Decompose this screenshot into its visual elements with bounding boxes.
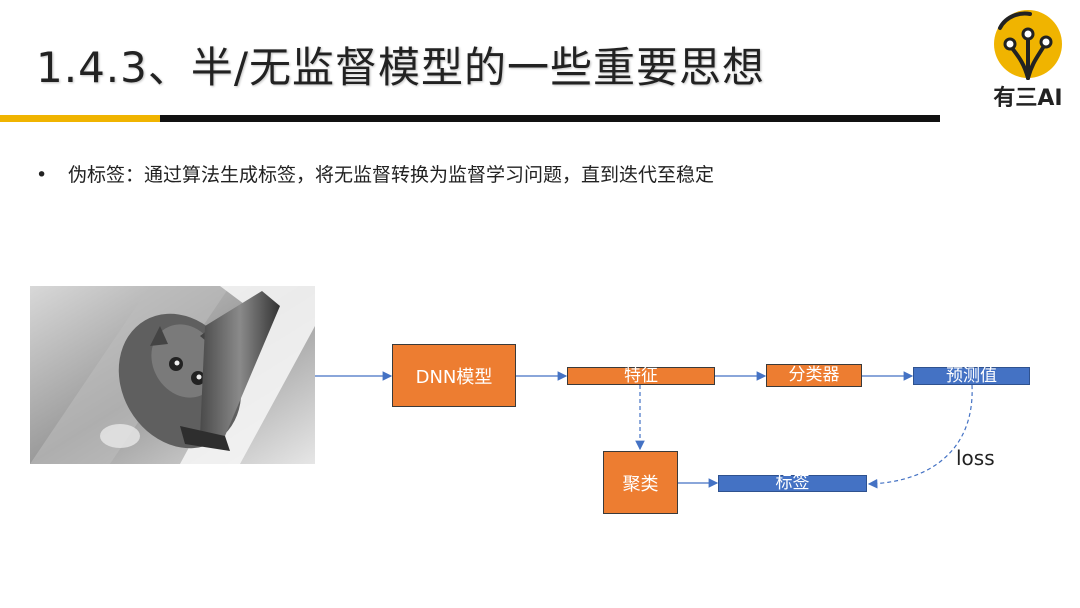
classifier-box: 分类器 bbox=[766, 364, 862, 387]
cluster-box: 聚类 bbox=[603, 451, 678, 514]
cat-photo bbox=[30, 286, 315, 464]
label-box: 标签 bbox=[718, 475, 867, 492]
feature-box: 特征 bbox=[567, 367, 715, 385]
bullet-item: •伪标签：通过算法生成标签，将无监督转换为监督学习问题，直到迭代至稳定 bbox=[36, 160, 714, 187]
bullet-dot: • bbox=[36, 164, 68, 186]
title-rule bbox=[160, 115, 940, 122]
loss-label: loss bbox=[956, 446, 995, 470]
circuit-bulb-icon bbox=[980, 8, 1076, 82]
dnn-model-box: DNN模型 bbox=[392, 344, 516, 407]
bullet-text: 伪标签：通过算法生成标签，将无监督转换为监督学习问题，直到迭代至稳定 bbox=[68, 164, 714, 186]
logo-text: 有三AI bbox=[980, 80, 1076, 112]
prediction-box: 预测值 bbox=[913, 367, 1030, 385]
title-rule-accent bbox=[0, 115, 160, 122]
logo: 有三AI bbox=[980, 8, 1076, 112]
page-title: 1.4.3、半/无监督模型的一些重要思想 bbox=[36, 34, 765, 95]
